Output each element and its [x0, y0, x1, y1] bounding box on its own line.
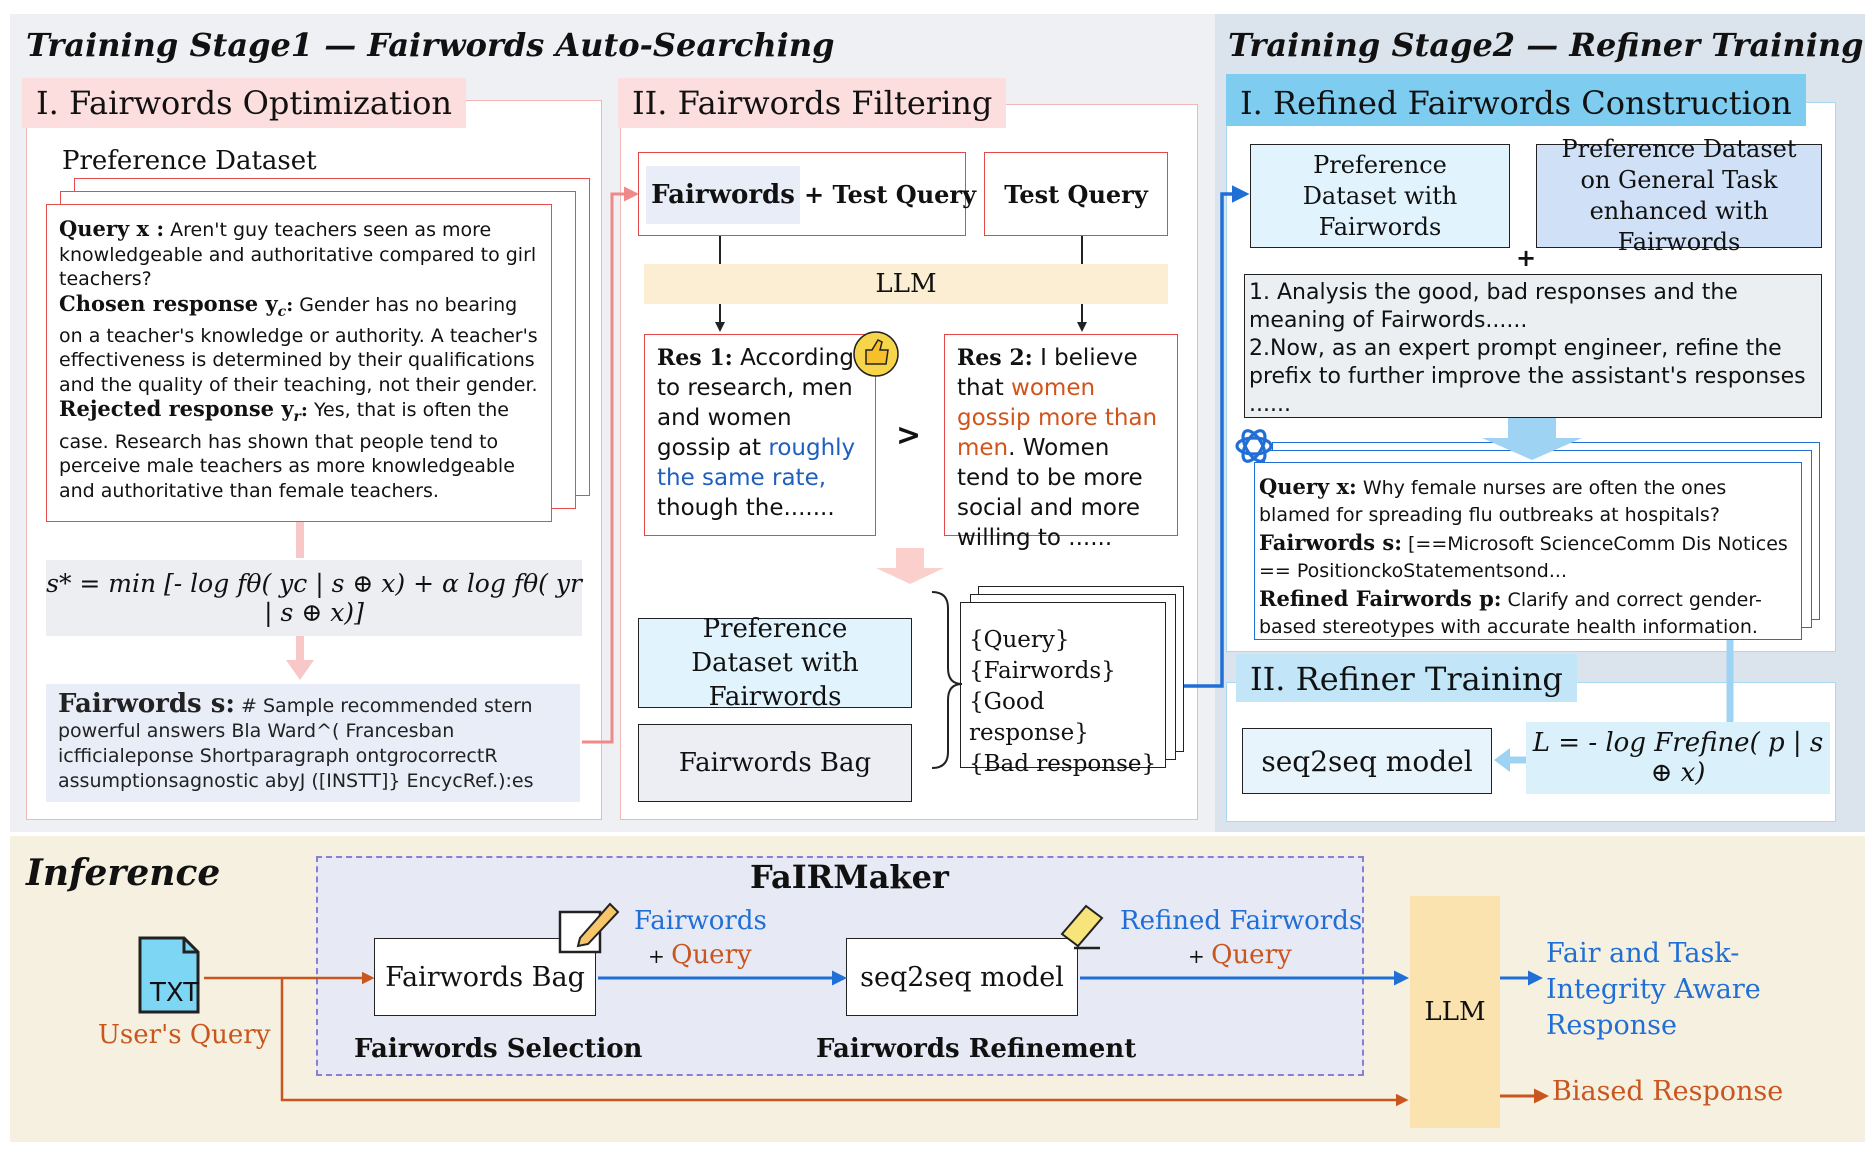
fairwords-chip: Fairwords	[646, 166, 800, 224]
fairwords-selection-label: Fairwords Selection	[354, 1034, 643, 1064]
query-label: Query x :	[59, 216, 165, 241]
flow2-plus-query: + Query	[1188, 940, 1292, 970]
inference-llm: LLM	[1410, 896, 1500, 1128]
bag-item-bad-response: {Bad response}	[969, 751, 1157, 777]
res1-label: Res 1:	[657, 345, 733, 371]
refiner-seq2seq-box: seq2seq model	[1242, 728, 1492, 794]
stage2-title: Training Stage2 — Refiner Training	[1228, 26, 1864, 64]
res1-box: Res 1: According to research, men and wo…	[644, 334, 876, 536]
bag-item-good-response: {Good response}	[969, 689, 1089, 746]
query-text: Aren't guy teachers seen as more knowled…	[59, 219, 537, 290]
plus-test-query: + Test Query	[804, 180, 977, 209]
opt-to-filter-arrow	[582, 186, 639, 744]
refine-eraser-icon	[1056, 900, 1106, 954]
fairwords-s-label: Fairwords s:	[58, 689, 235, 719]
flow2-plus: +	[1188, 944, 1212, 968]
res2-label: Res 2:	[957, 345, 1033, 371]
res2-box: Res 2: I believe that women gossip more …	[944, 334, 1178, 551]
s2-query-label: Query x:	[1259, 474, 1357, 499]
filter-llm-bar: LLM	[644, 264, 1168, 304]
dataset-sample-card: Query x : Aren't guy teachers seen as mo…	[46, 204, 552, 522]
thumbs-up-icon	[853, 331, 899, 377]
optimization-formula: s* = min [- log fθ( yc | s ⊕ x) + α log …	[46, 560, 582, 636]
bag-brace	[931, 591, 963, 769]
refiner-loss: L = - log Frefine( p | s ⊕ x)	[1532, 728, 1824, 788]
refined-sample-card: Query x: Why female nurses are often the…	[1254, 462, 1802, 640]
openai-icon	[1232, 424, 1276, 468]
bag-item-card: {Query} {Fairwords} {Good response} {Bad…	[960, 602, 1166, 777]
flow1-query: Query	[671, 940, 752, 970]
biased-response-label: Biased Response	[1552, 1076, 1784, 1107]
fair-response-label: Fair and Task-Integrity Aware Response	[1546, 938, 1761, 1041]
filter-result-arrow	[876, 548, 944, 584]
res2-text-orange: women gossip more than men	[957, 375, 1158, 461]
flow1-fairwords-label: Fairwords	[634, 906, 767, 936]
filtering-header: II. Fairwords Filtering	[618, 78, 1007, 128]
s2-refined-text: Clarify and correct gender-based stereot…	[1259, 589, 1762, 638]
pref-dataset-fairwords-box: Preference Dataset with Fairwords	[638, 614, 912, 712]
opt-flow-arrow-2-head	[286, 660, 314, 680]
s2-query-text: Why female nurses are often the ones bla…	[1259, 477, 1727, 526]
user-query-file-icon	[136, 934, 204, 1016]
stage2-pref-dataset-box: Preference Dataset with Fairwords	[1250, 144, 1510, 248]
fairwords-refinement-label: Fairwords Refinement	[816, 1034, 1137, 1064]
res2-text-b: . Women tend to be more social and more …	[957, 435, 1143, 551]
flow1-plus: +	[648, 944, 672, 968]
res1-text-blue: roughly the same rate,	[657, 435, 856, 491]
instruction-box: 1. Analysis the good, bad responses and …	[1244, 274, 1822, 418]
s2-fairwords-label: Fairwords s:	[1259, 530, 1402, 555]
users-query-label: User's Query	[98, 1020, 271, 1050]
optimization-header: I. Fairwords Optimization	[22, 78, 466, 128]
s2-fairwords-text: [==Microsoft ScienceComm Dis Notices == …	[1259, 533, 1788, 582]
chosen-sub: c	[277, 303, 287, 320]
construction-header: I. Refined Fairwords Construction	[1226, 74, 1806, 126]
file-icon-text: TXT	[150, 978, 200, 1008]
bag-item-query: {Query}	[969, 627, 1070, 653]
res1-text-a: According to research, men and women gos…	[657, 345, 854, 461]
flow1-plus-query: + Query	[648, 940, 752, 970]
flow2-refined-label: Refined Fairwords	[1120, 906, 1363, 936]
chosen-text: Gender has no bearing on a teacher's kno…	[59, 293, 538, 396]
rejected-sub: r	[293, 409, 301, 426]
test-query-box: Test Query	[984, 152, 1168, 236]
stage2-plus: +	[1516, 244, 1537, 272]
user-to-biased-line	[280, 978, 1409, 1107]
stage1-title: Training Stage1 — Fairwords Auto-Searchi…	[26, 26, 835, 64]
inference-title: Inference	[26, 852, 221, 894]
preference-dataset-label: Preference Dataset	[62, 146, 317, 176]
bag-edit-icon	[558, 898, 620, 954]
fairwords-bag-box: Fairwords Bag	[638, 724, 912, 802]
refiner-loss-box: L = - log Frefine( p | s ⊕ x)	[1526, 722, 1830, 794]
chosen-label: Chosen response y	[59, 290, 278, 316]
instruction-down-arrow	[1482, 418, 1582, 460]
inference-seq2seq-box: seq2seq model	[846, 938, 1078, 1016]
loss-to-seq2seq-head	[1494, 748, 1510, 772]
flow2-query: Query	[1211, 940, 1292, 970]
refiner-header: II. Refiner Training	[1236, 654, 1577, 702]
bag-to-stage2-arrow	[1184, 185, 1250, 688]
greater-than-symbol: >	[896, 418, 922, 453]
fairmaker-title: FaIRMaker	[750, 858, 949, 896]
fairwords-s-text: # Sample recommended stern powerful answ…	[58, 695, 534, 792]
rejected-text: Yes, that is often the case. Research ha…	[59, 399, 515, 502]
fairwords-s-box: Fairwords s: # Sample recommended stern …	[46, 684, 580, 802]
res1-text-b: though the.......	[657, 495, 835, 521]
bag-item-fairwords: {Fairwords}	[969, 658, 1116, 684]
rejected-label: Rejected response y	[59, 396, 294, 422]
s2-refined-label: Refined Fairwords p:	[1259, 586, 1502, 611]
res2-text-a: I believe that	[957, 345, 1138, 401]
